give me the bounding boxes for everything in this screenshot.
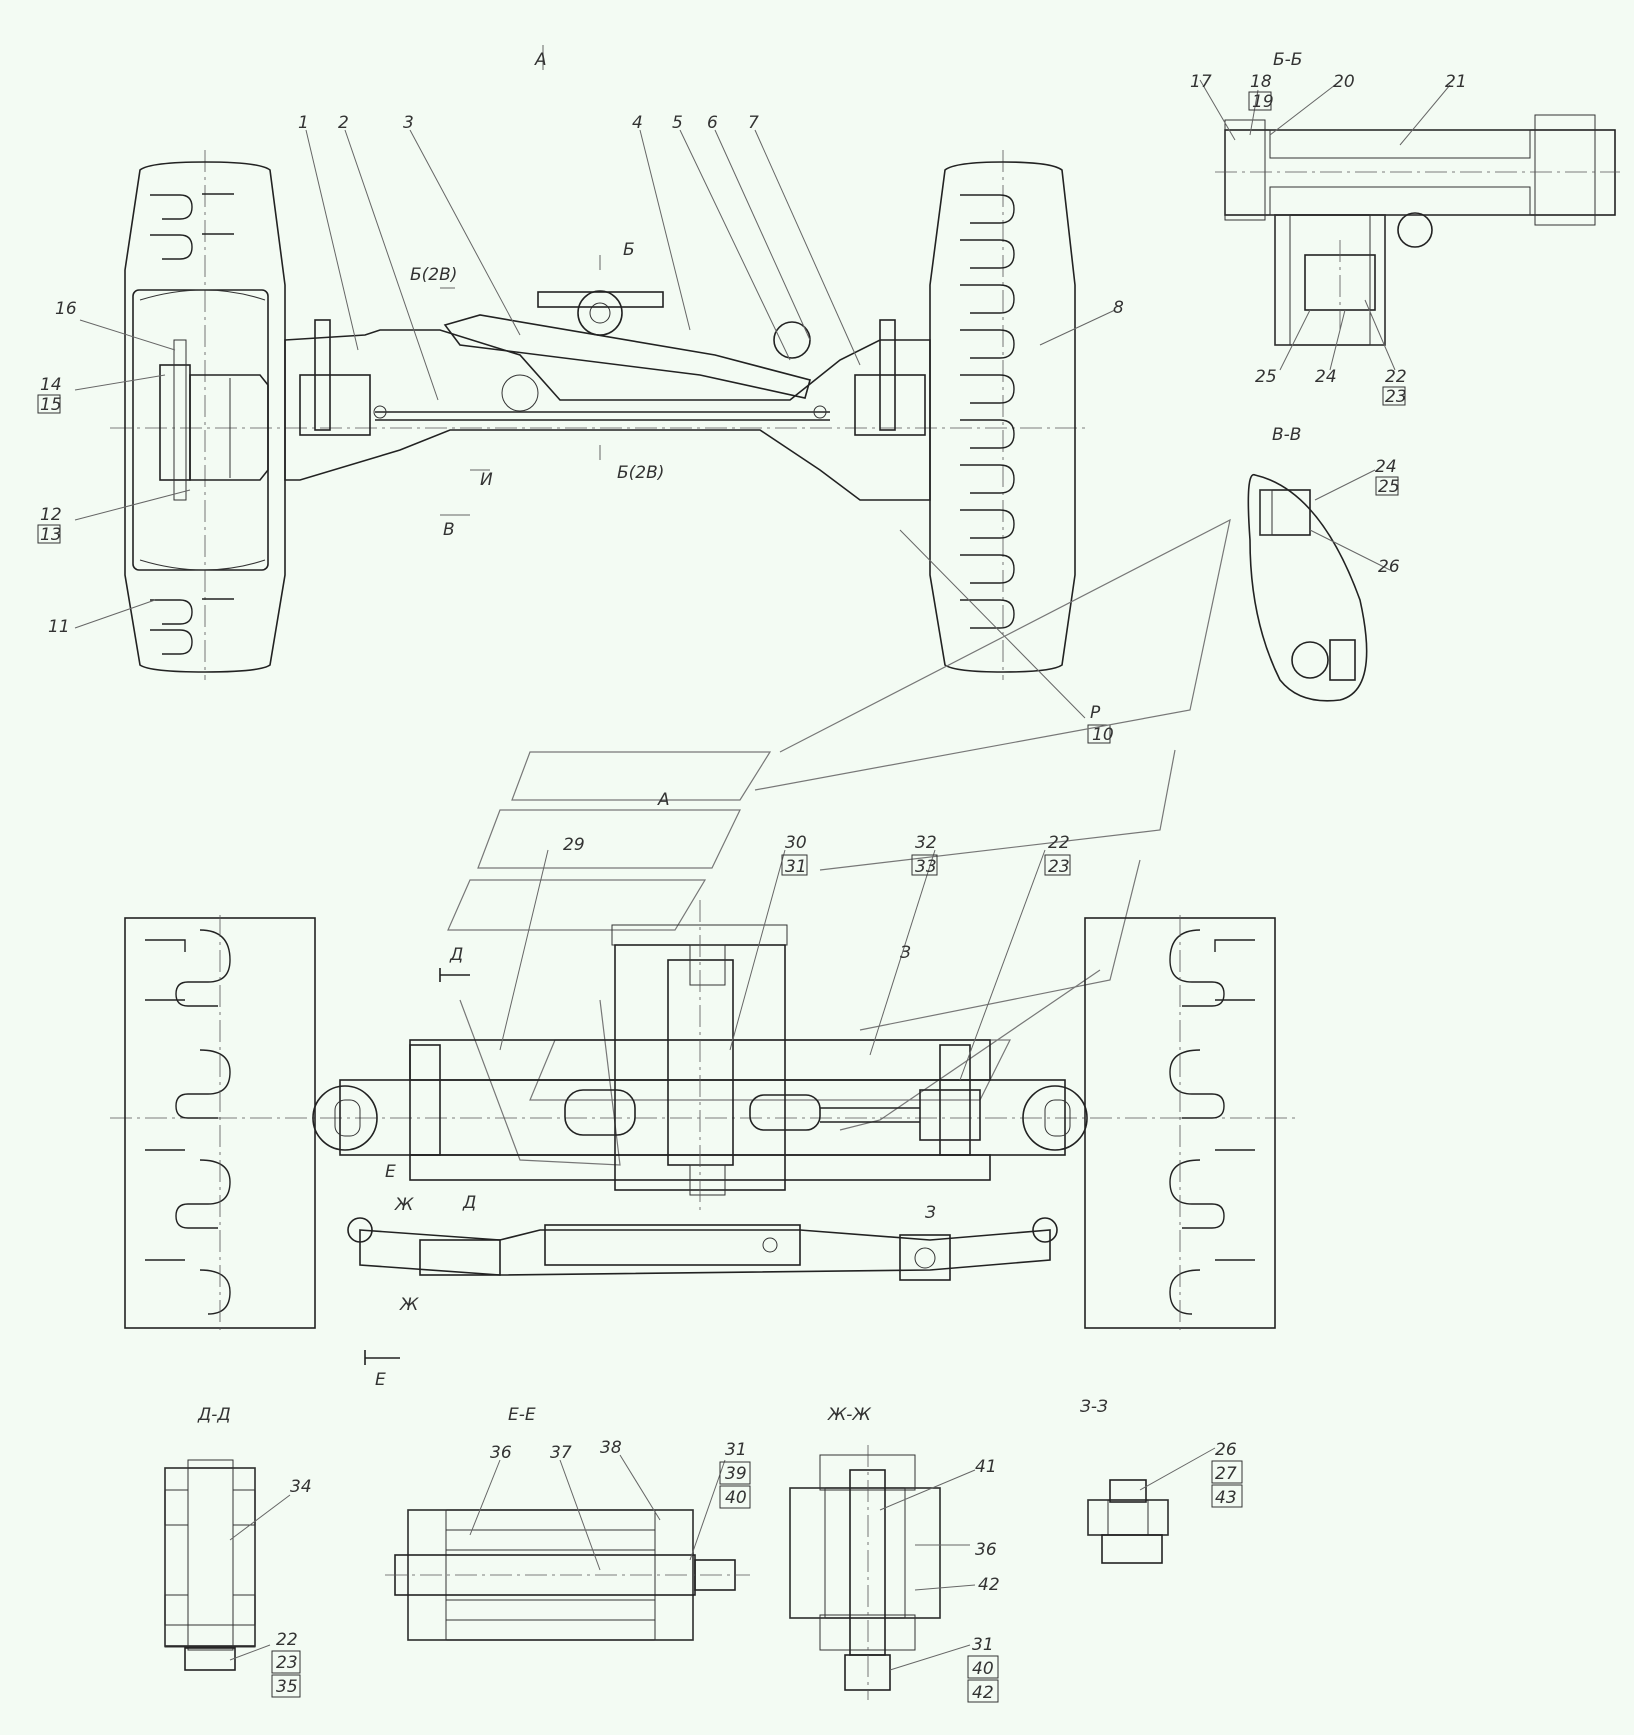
ee-callout-39: 39 bbox=[725, 1464, 747, 1484]
top-leaders bbox=[74, 45, 1116, 719]
right-wheel-top bbox=[929, 161, 1076, 673]
section-ee-label: Е-Е bbox=[508, 1405, 536, 1425]
top-view: 1 2 3 4 5 6 7 8 16 14 15 12 13 11 Р 10 А… bbox=[37, 45, 1124, 745]
zz-callout-43: 43 bbox=[1215, 1488, 1237, 1508]
mark-i: И bbox=[480, 470, 493, 490]
callout-8: 8 bbox=[1113, 298, 1124, 318]
callout-21: 21 bbox=[1445, 72, 1467, 92]
section-ee: Е-Е 36 37 38 31 39 40 bbox=[385, 1405, 751, 1641]
mark-zh-bottom: Ж bbox=[399, 1295, 419, 1315]
section-zhzh-label: Ж-Ж bbox=[827, 1405, 871, 1425]
ee-callout-37: 37 bbox=[550, 1443, 572, 1463]
zz-callout-26: 26 bbox=[1215, 1440, 1237, 1460]
section-zz: З-З 26 27 43 bbox=[1080, 1397, 1243, 1564]
zz-callout-27: 27 bbox=[1215, 1464, 1237, 1484]
dd-callout-35: 35 bbox=[276, 1677, 298, 1697]
ee-callout-40: 40 bbox=[725, 1488, 747, 1508]
mid-callout-22: 22 bbox=[1048, 833, 1070, 853]
mark-b-top: Б bbox=[623, 240, 635, 260]
callout-11: 11 bbox=[48, 617, 70, 637]
dd-callout-22: 22 bbox=[276, 1630, 298, 1650]
ee-callout-36: 36 bbox=[490, 1443, 512, 1463]
callout-18: 18 bbox=[1250, 72, 1272, 92]
mark-b-ref-top: Б(2В) bbox=[410, 265, 457, 285]
callout-4: 4 bbox=[632, 113, 643, 133]
mark-zh-top: Ж bbox=[394, 1195, 414, 1215]
mark-b-ref-bottom: Б(2В) bbox=[617, 463, 664, 483]
callout-13: 13 bbox=[40, 525, 62, 545]
zhzh-callout-41: 41 bbox=[975, 1457, 997, 1477]
view-a-top-label: А bbox=[534, 50, 547, 70]
callout-10: 10 bbox=[1092, 725, 1114, 745]
section-zhzh: Ж-Ж 41 36 42 31 40 42 bbox=[789, 1405, 1000, 1703]
section-bb-label: Б-Б bbox=[1273, 50, 1302, 70]
callout-29: 29 bbox=[563, 835, 585, 855]
vv-callout-24: 24 bbox=[1375, 457, 1397, 477]
section-vv: В-В 24 25 26 bbox=[1247, 425, 1400, 702]
callout-7: 7 bbox=[748, 113, 759, 133]
callout-31: 31 bbox=[785, 857, 807, 877]
zhzh-callout-42b: 42 bbox=[972, 1683, 994, 1703]
mid-callout-23: 23 bbox=[1048, 857, 1070, 877]
axle-beam-top bbox=[284, 290, 931, 501]
callout-5: 5 bbox=[672, 113, 683, 133]
callout-14: 14 bbox=[40, 375, 62, 395]
mark-z-bottom: З bbox=[925, 1203, 936, 1223]
callout-17: 17 bbox=[1190, 72, 1212, 92]
mark-e-top: Е bbox=[385, 1162, 396, 1182]
mark-d-top: Д bbox=[449, 945, 463, 965]
callout-30: 30 bbox=[785, 833, 807, 853]
callout-12: 12 bbox=[40, 505, 62, 525]
callout-24: 24 bbox=[1315, 367, 1337, 387]
callout-20: 20 bbox=[1333, 72, 1355, 92]
left-wheel-top bbox=[124, 161, 286, 673]
callout-1: 1 bbox=[298, 113, 309, 133]
callout-25: 25 bbox=[1255, 367, 1277, 387]
callout-23: 23 bbox=[1385, 387, 1407, 407]
vv-callout-25: 25 bbox=[1378, 477, 1400, 497]
zhzh-callout-36: 36 bbox=[975, 1540, 997, 1560]
callout-19: 19 bbox=[1252, 92, 1274, 112]
section-dd-label: Д-Д bbox=[197, 1405, 231, 1425]
mark-d-bottom: Д bbox=[462, 1193, 476, 1213]
zhzh-callout-40: 40 bbox=[972, 1659, 994, 1679]
vv-callout-26: 26 bbox=[1378, 557, 1400, 577]
section-zz-label: З-З bbox=[1080, 1397, 1108, 1417]
zhzh-callout-42: 42 bbox=[978, 1575, 1000, 1595]
callout-33: 33 bbox=[915, 857, 937, 877]
ee-callout-31: 31 bbox=[725, 1440, 747, 1460]
mark-v-bottom: В bbox=[443, 520, 455, 540]
callout-22: 22 bbox=[1385, 367, 1407, 387]
dd-callout-23: 23 bbox=[276, 1653, 298, 1673]
callout-2: 2 bbox=[338, 113, 349, 133]
zhzh-callout-31: 31 bbox=[972, 1635, 994, 1655]
section-vv-label: В-В bbox=[1272, 425, 1301, 445]
callout-15: 15 bbox=[40, 395, 62, 415]
mark-z-top: З bbox=[900, 943, 911, 963]
ee-callout-38: 38 bbox=[600, 1438, 622, 1458]
callout-32: 32 bbox=[915, 833, 937, 853]
middle-view-a: А bbox=[110, 790, 1300, 1390]
callout-3: 3 bbox=[403, 113, 414, 133]
mark-e-bottom: Е bbox=[375, 1370, 386, 1390]
view-a-mid-label: А bbox=[657, 790, 670, 810]
dd-callout-34: 34 bbox=[290, 1477, 312, 1497]
section-bb: Б-Б 17 18 19 20 21 25 24 22 23 bbox=[1190, 50, 1620, 407]
callout-6: 6 bbox=[707, 113, 718, 133]
section-dd: Д-Д 34 22 23 35 bbox=[164, 1405, 312, 1698]
mark-p: Р bbox=[1090, 703, 1101, 723]
callout-16: 16 bbox=[55, 299, 77, 319]
